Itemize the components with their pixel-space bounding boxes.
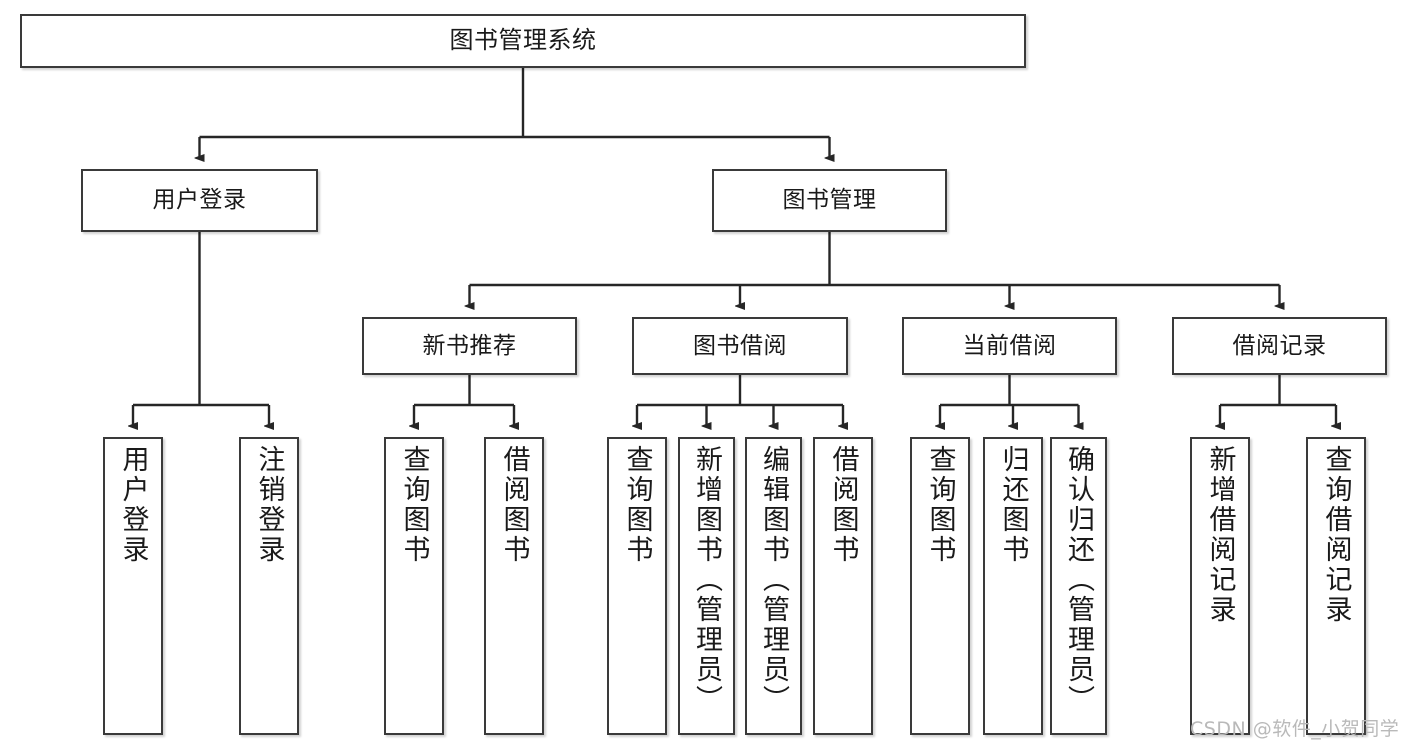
node-user-login[interactable]: 用户登录 xyxy=(81,169,318,232)
node-label: 图书管理 xyxy=(782,187,877,214)
node-label: 借阅记录 xyxy=(1232,332,1327,359)
node-leaf-confirm-return-admin[interactable]: 确认归还（管理员） xyxy=(1050,437,1107,735)
node-label: 用户登录 xyxy=(152,187,247,214)
node-leaf-add-book-admin[interactable]: 新增图书（管理员） xyxy=(678,437,735,735)
node-leaf-borrow-book[interactable]: 借阅图书 xyxy=(813,437,873,735)
node-leaf-query-book-borrow[interactable]: 查询图书 xyxy=(607,437,667,735)
node-leaf-user-login[interactable]: 用户登录 xyxy=(103,437,163,735)
node-root[interactable]: 图书管理系统 xyxy=(20,14,1026,68)
node-label: 查询借阅记录 xyxy=(1320,445,1352,625)
node-leaf-return-book[interactable]: 归还图书 xyxy=(983,437,1043,735)
node-leaf-query-book-cur[interactable]: 查询图书 xyxy=(910,437,970,735)
node-label: 当前借阅 xyxy=(962,332,1057,359)
node-current-borrow[interactable]: 当前借阅 xyxy=(902,317,1117,375)
node-label: 查询图书 xyxy=(621,445,653,565)
node-label: 用户登录 xyxy=(117,445,149,565)
node-book-borrow[interactable]: 图书借阅 xyxy=(632,317,848,375)
node-label: 查询图书 xyxy=(398,445,430,565)
node-label: 注销登录 xyxy=(253,445,285,565)
node-label: 查询图书 xyxy=(924,445,956,565)
node-leaf-add-borrow-record[interactable]: 新增借阅记录 xyxy=(1190,437,1250,735)
node-borrow-record[interactable]: 借阅记录 xyxy=(1172,317,1387,375)
node-label: 编辑图书（管理员） xyxy=(758,445,789,715)
node-label: 归还图书 xyxy=(997,445,1029,565)
node-leaf-edit-book-admin[interactable]: 编辑图书（管理员） xyxy=(745,437,802,735)
node-leaf-borrow-book-rec[interactable]: 借阅图书 xyxy=(484,437,544,735)
node-label: 图书管理系统 xyxy=(449,26,597,55)
node-label: 确认归还（管理员） xyxy=(1063,445,1094,715)
node-label: 新增借阅记录 xyxy=(1204,445,1236,625)
node-leaf-query-book-rec[interactable]: 查询图书 xyxy=(384,437,444,735)
node-label: 借阅图书 xyxy=(498,445,530,565)
node-new-book-recommend[interactable]: 新书推荐 xyxy=(362,317,577,375)
node-leaf-query-borrow-record[interactable]: 查询借阅记录 xyxy=(1306,437,1366,735)
node-label: 借阅图书 xyxy=(827,445,859,565)
node-leaf-user-logout[interactable]: 注销登录 xyxy=(239,437,299,735)
node-label: 新书推荐 xyxy=(422,332,517,359)
node-book-manage[interactable]: 图书管理 xyxy=(712,169,947,232)
node-label: 新增图书（管理员） xyxy=(691,445,722,715)
node-label: 图书借阅 xyxy=(693,332,787,359)
